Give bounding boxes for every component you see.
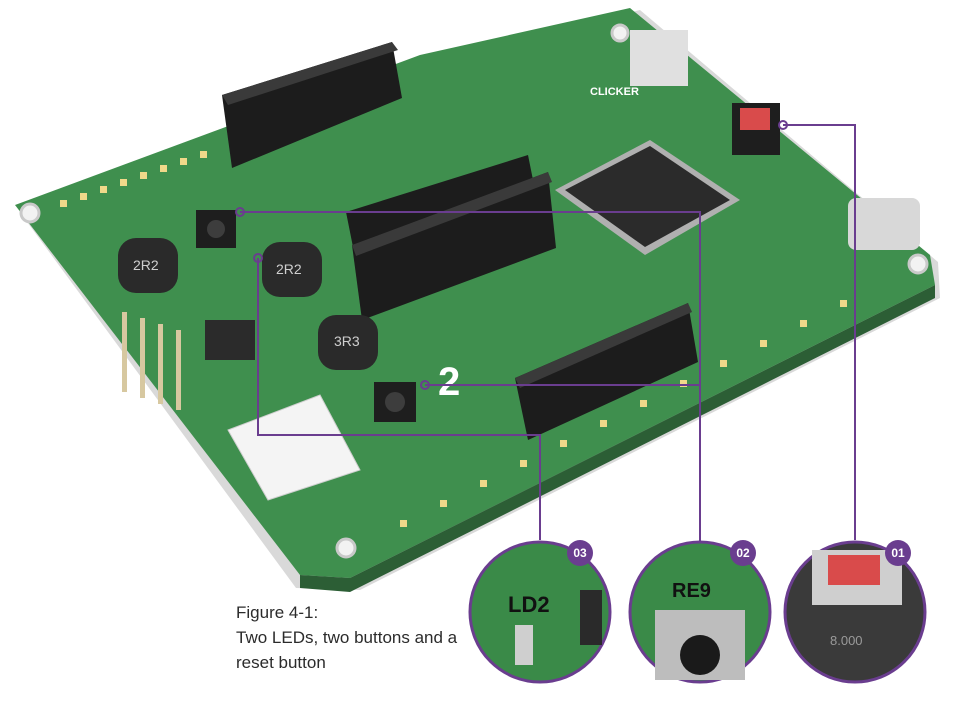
callout-badge-01: 01	[885, 540, 911, 566]
crystal-label: 8.000	[830, 633, 863, 648]
zoom-circle-03	[468, 540, 612, 684]
inductors: 2R2 2R2 3R3	[118, 238, 378, 370]
caption-line-2: Two LEDs, two buttons and a	[236, 628, 458, 647]
mounting-holes	[19, 23, 929, 559]
button-re8	[196, 210, 236, 248]
power-switch	[630, 30, 688, 86]
pin-pads-left	[60, 151, 207, 207]
button-re9	[374, 382, 416, 422]
callout-lines	[235, 120, 856, 545]
caption-title: Figure 4-1:	[236, 603, 319, 622]
zoom-label-ld2: LD2	[508, 592, 550, 617]
inductor-label-3: 3R3	[334, 333, 360, 349]
pin-pads-bottom	[400, 300, 847, 527]
female-header-2	[346, 155, 556, 320]
mcu-chip	[555, 140, 740, 255]
inductor-label-2: 2R2	[276, 261, 302, 277]
zoom-label-re9: RE9	[672, 580, 711, 602]
callout-badge-03: 03	[567, 540, 593, 566]
clicker-label: CLICKER	[590, 86, 639, 98]
male-pin-header	[122, 312, 181, 410]
mikrobus-number: 2	[438, 360, 460, 404]
battery-connector	[227, 394, 361, 501]
figure-caption: Figure 4-1: Two LEDs, two buttons and a …	[236, 600, 496, 675]
power-ic	[205, 320, 255, 360]
reset-button	[732, 103, 780, 155]
usb-connector	[848, 198, 920, 250]
caption-line-3: reset button	[236, 653, 326, 672]
callout-badge-02: 02	[730, 540, 756, 566]
female-header-3	[515, 303, 698, 440]
female-header-1	[222, 42, 402, 168]
inductor-label-1: 2R2	[133, 257, 159, 273]
zoom-circle-02	[628, 540, 772, 684]
